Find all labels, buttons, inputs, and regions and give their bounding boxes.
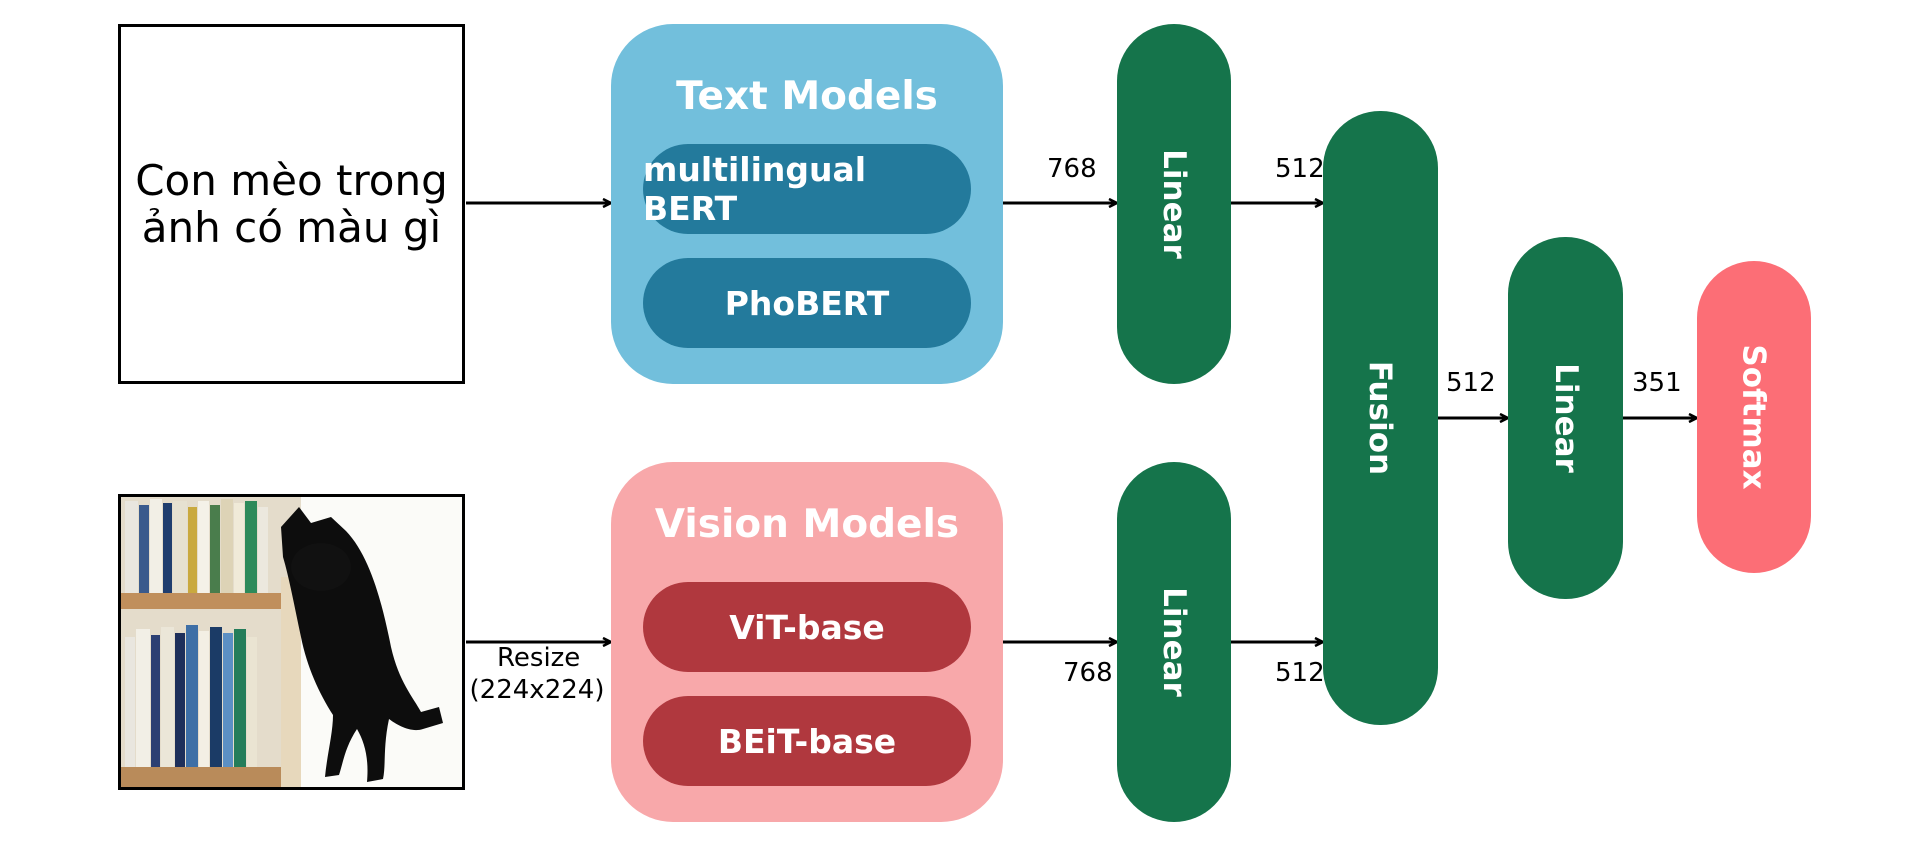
- resize-size-label: (224x224): [469, 675, 605, 705]
- input-image: [118, 494, 465, 790]
- vision-models-group: Vision Models ViT-base BEiT-base: [611, 462, 1003, 822]
- dim-final-linear-out: 351: [1632, 368, 1682, 398]
- vision-model-beit-base: BEiT-base: [643, 696, 971, 786]
- dim-text-linear-out: 512: [1275, 154, 1325, 184]
- text-linear-label: Linear: [1156, 149, 1192, 259]
- text-models-title: Text Models: [676, 74, 938, 119]
- question-box: Con mèo trong ảnh có màu gì: [118, 24, 465, 384]
- fusion-label: Fusion: [1362, 360, 1399, 476]
- final-linear-label: Linear: [1547, 363, 1584, 473]
- vision-model-vit-base: ViT-base: [643, 582, 971, 672]
- resize-label: Resize: [497, 643, 581, 673]
- final-linear-layer: Linear: [1508, 237, 1623, 599]
- text-model-multilingual-bert: multilingual BERT: [643, 144, 971, 234]
- fusion-layer: Fusion: [1323, 111, 1438, 725]
- cat-photo: [121, 497, 462, 787]
- text-linear-layer: Linear: [1117, 24, 1231, 384]
- text-model-phobert: PhoBERT: [643, 258, 971, 348]
- softmax-label: Softmax: [1736, 344, 1772, 490]
- vision-models-title: Vision Models: [654, 502, 960, 547]
- question-text: Con mèo trong ảnh có màu gì: [135, 155, 448, 252]
- dim-vision-linear-out: 512: [1275, 658, 1325, 688]
- dim-fusion-out: 512: [1446, 368, 1496, 398]
- vision-linear-label: Linear: [1156, 587, 1192, 697]
- dim-text-out: 768: [1047, 154, 1097, 184]
- dim-vision-out: 768: [1063, 658, 1113, 688]
- softmax-layer: Softmax: [1697, 261, 1811, 573]
- vision-linear-layer: Linear: [1117, 462, 1231, 822]
- text-models-group: Text Models multilingual BERT PhoBERT: [611, 24, 1003, 384]
